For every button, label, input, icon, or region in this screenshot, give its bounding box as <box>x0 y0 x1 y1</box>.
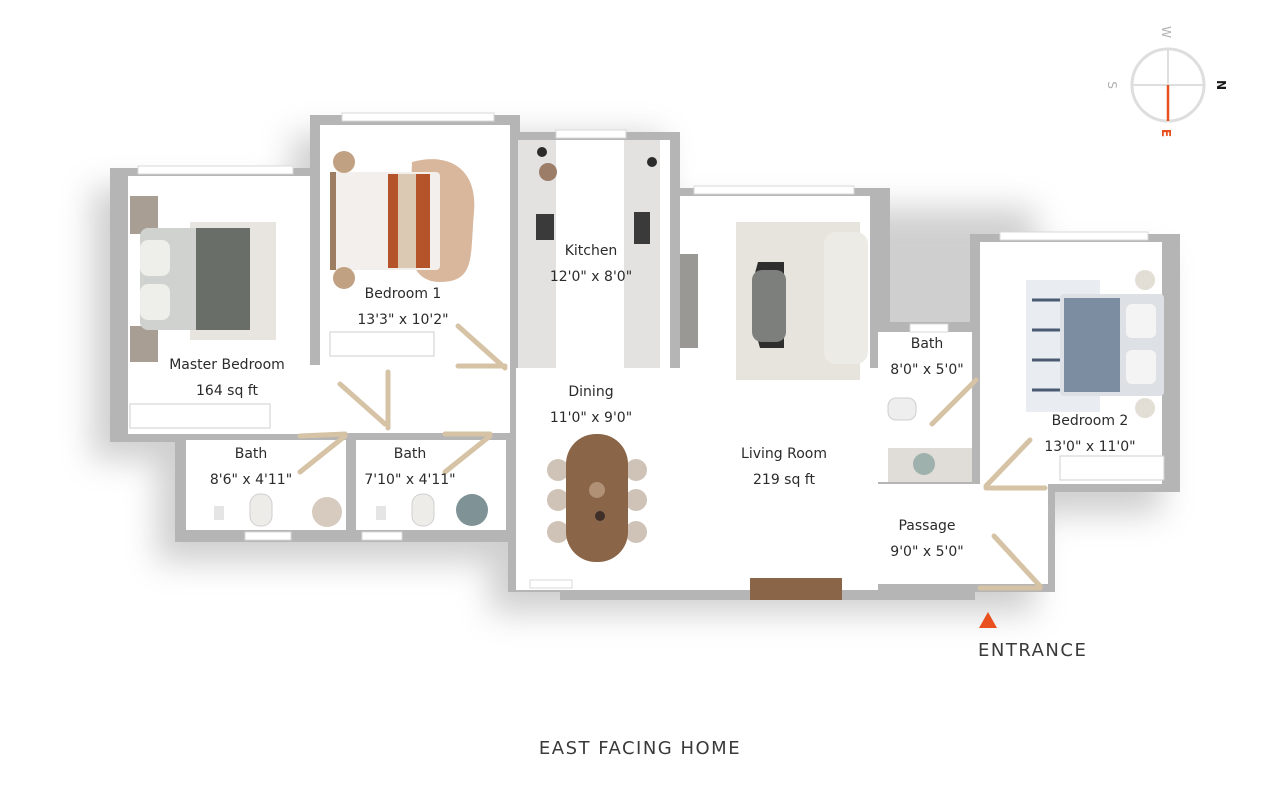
dining-table <box>547 434 647 562</box>
compass-south-label: S <box>1104 81 1119 89</box>
room-living-room: Living Room 219 sq ft <box>714 441 854 493</box>
room-name: Bath <box>234 446 268 462</box>
bedroom2-bed <box>1026 270 1165 481</box>
page-title: EAST FACING HOME <box>538 738 742 759</box>
room-dimension: 8'6" x 4'11" <box>209 472 293 488</box>
entrance-label: ENTRANCE <box>978 640 1088 661</box>
room-bath-top: Bath 8'0" x 5'0" <box>872 331 982 383</box>
room-name: Bath <box>910 336 944 352</box>
compass-east-label: E <box>1159 128 1174 138</box>
room-name: Passage <box>898 518 956 534</box>
room-bedroom-2: Bedroom 2 13'0" x 11'0" <box>1025 408 1155 460</box>
room-dimension: 13'0" x 11'0" <box>1044 439 1136 455</box>
room-passage: Passage 9'0" x 5'0" <box>872 513 982 565</box>
room-name: Bath <box>393 446 427 462</box>
room-dimension: 9'0" x 5'0" <box>890 544 964 560</box>
room-dining: Dining 11'0" x 9'0" <box>526 379 656 431</box>
room-dimension: 8'0" x 5'0" <box>890 362 964 378</box>
room-kitchen: Kitchen 12'0" x 8'0" <box>526 238 656 290</box>
room-dimension: 12'0" x 8'0" <box>549 269 633 285</box>
room-bedroom-1: Bedroom 1 13'3" x 10'2" <box>333 281 473 333</box>
compass-west-label: W <box>1158 26 1173 38</box>
bedroom1-bed <box>329 151 475 357</box>
room-name: Kitchen <box>564 243 618 259</box>
room-name: Bedroom 1 <box>364 286 442 302</box>
room-dimension: 7'10" x 4'11" <box>364 472 456 488</box>
living-room-set <box>736 222 868 600</box>
doors <box>297 323 1048 591</box>
compass-icon <box>1130 47 1206 123</box>
room-dimension: 164 sq ft <box>196 383 258 399</box>
room-bath-middle: Bath 7'10" x 4'11" <box>355 441 465 493</box>
bath-fixtures <box>214 397 972 527</box>
room-dimension: 11'0" x 9'0" <box>549 410 633 426</box>
room-bath-left: Bath 8'6" x 4'11" <box>196 441 306 493</box>
room-name: Dining <box>568 384 614 400</box>
master-bed <box>129 196 276 429</box>
room-master-bedroom: Master Bedroom 164 sq ft <box>157 352 297 404</box>
kitchen-counters <box>518 140 698 368</box>
windows <box>137 112 1149 589</box>
room-dimension: 219 sq ft <box>753 472 815 488</box>
room-dimension: 13'3" x 10'2" <box>357 312 449 328</box>
room-name: Bedroom 2 <box>1051 413 1129 429</box>
room-name: Living Room <box>741 446 827 462</box>
entrance-arrow-icon <box>979 612 997 628</box>
room-name: Master Bedroom <box>169 357 285 373</box>
compass-north-label: N <box>1214 79 1229 91</box>
